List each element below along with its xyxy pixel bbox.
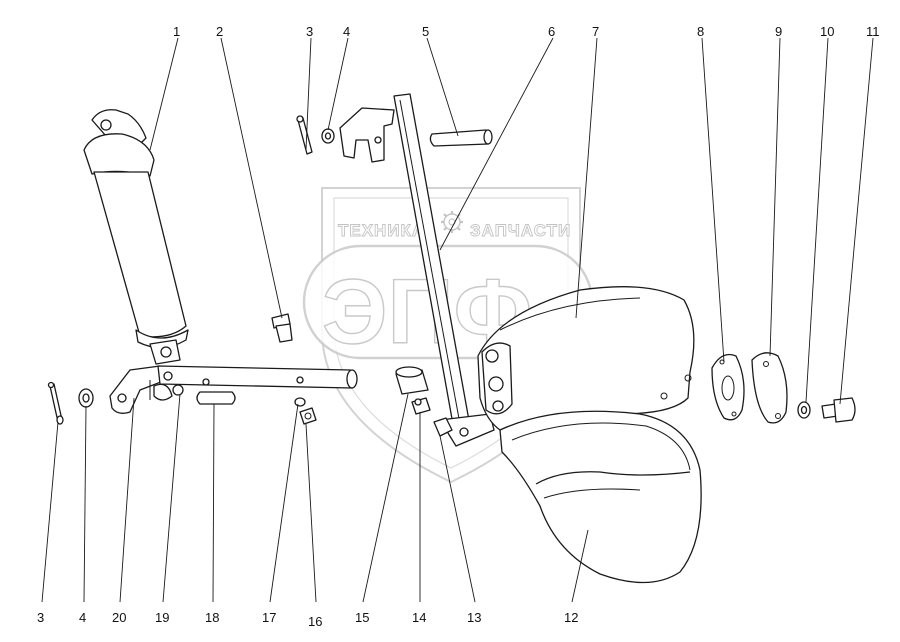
callout-20: 20 bbox=[112, 610, 126, 625]
leader-lines bbox=[41, 37, 874, 603]
callout-18: 18 bbox=[205, 610, 219, 625]
callout-14: 14 bbox=[412, 610, 426, 625]
callout-17: 17 bbox=[262, 610, 276, 625]
callout-10: 10 bbox=[820, 24, 834, 39]
callout-4-top: 4 bbox=[343, 24, 350, 39]
fitting-2 bbox=[271, 313, 293, 343]
nut-13 bbox=[433, 417, 453, 437]
bolt-11 bbox=[821, 397, 856, 423]
gear-icon bbox=[441, 211, 463, 233]
washer-4-left bbox=[78, 388, 94, 408]
watermark-brand-left: ТЕХНИКА bbox=[338, 221, 425, 240]
callout-1: 1 bbox=[173, 24, 180, 39]
callout-19: 19 bbox=[155, 610, 169, 625]
callout-4-bottom: 4 bbox=[79, 610, 86, 625]
rod-6 bbox=[393, 93, 495, 447]
nut-16-washer-17 bbox=[294, 397, 317, 425]
plate-9 bbox=[751, 352, 788, 424]
bushing-15 bbox=[395, 366, 429, 395]
gasket-8 bbox=[711, 353, 745, 421]
callout-6: 6 bbox=[548, 24, 555, 39]
pin-5 bbox=[429, 129, 493, 147]
watermark-brand-right: ЗАПЧАСТИ bbox=[470, 221, 571, 240]
callout-5: 5 bbox=[422, 24, 429, 39]
pin-18 bbox=[196, 391, 236, 405]
parts bbox=[47, 93, 856, 584]
lever-arm-with-shaft bbox=[109, 365, 358, 414]
callout-15: 15 bbox=[355, 610, 369, 625]
callout-8: 8 bbox=[697, 24, 704, 39]
housing-7 bbox=[477, 286, 695, 431]
callout-7: 7 bbox=[592, 24, 599, 39]
callout-16: 16 bbox=[308, 614, 322, 629]
grease-nipple-14 bbox=[411, 397, 431, 415]
callout-13: 13 bbox=[467, 610, 481, 625]
split-pin-3-top bbox=[296, 115, 313, 155]
split-pin-3-left bbox=[47, 381, 64, 425]
mounting-bracket bbox=[339, 107, 395, 163]
hydraulic-cylinder bbox=[83, 109, 189, 365]
callout-12: 12 bbox=[564, 610, 578, 625]
callout-9: 9 bbox=[775, 24, 782, 39]
callout-2: 2 bbox=[216, 24, 223, 39]
callouts-bottom: 3 4 20 19 18 17 16 15 14 13 12 bbox=[37, 610, 578, 629]
callout-3-bottom: 3 bbox=[37, 610, 44, 625]
callouts-top: 1 2 3 4 5 6 7 8 9 10 11 bbox=[173, 24, 880, 39]
callout-3-top: 3 bbox=[306, 24, 313, 39]
callout-11: 11 bbox=[866, 24, 880, 39]
cover-12 bbox=[499, 410, 702, 584]
washer-4-top bbox=[321, 128, 335, 144]
washer-10 bbox=[797, 401, 811, 419]
